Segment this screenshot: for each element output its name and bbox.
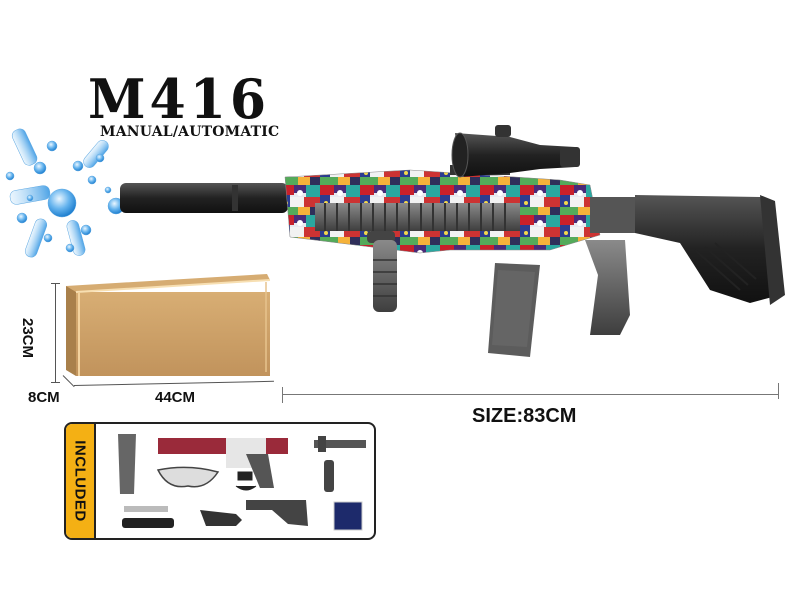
charger-icon <box>235 471 257 491</box>
buffer-tube-icon <box>314 440 366 448</box>
included-tab: INCLUDED <box>66 424 96 538</box>
dim-tick <box>51 283 60 284</box>
glasses-icon <box>156 466 220 488</box>
gel-splash-icon <box>5 128 125 258</box>
dim-tick <box>778 383 779 399</box>
gel-beads-icon <box>333 501 363 531</box>
included-items-image <box>118 434 366 531</box>
included-panel: INCLUDED <box>64 422 376 540</box>
battery-icon <box>124 506 168 512</box>
included-label: INCLUDED <box>71 440 89 522</box>
size-dimension-line <box>282 394 778 395</box>
vertical-grip-icon <box>324 460 334 492</box>
suppressor-icon <box>122 518 174 528</box>
package-box-image <box>66 274 271 376</box>
product-mode: MANUAL/AUTOMATIC <box>100 124 280 140</box>
gun-size-label: SIZE:83CM <box>472 405 577 427</box>
scope-icon <box>200 510 242 526</box>
receiver-icon <box>158 438 288 454</box>
height-dimension-line <box>55 283 56 383</box>
product-title: M416 <box>88 67 271 132</box>
magazine-icon <box>118 434 136 494</box>
rifle-image <box>120 125 785 357</box>
box-width-label: 44CM <box>155 389 196 406</box>
box-height-label: 23CM <box>19 318 36 359</box>
dim-tick <box>51 382 60 383</box>
dim-tick <box>282 387 283 403</box>
box-depth-label: 8CM <box>28 389 60 406</box>
stock-icon <box>246 500 308 526</box>
